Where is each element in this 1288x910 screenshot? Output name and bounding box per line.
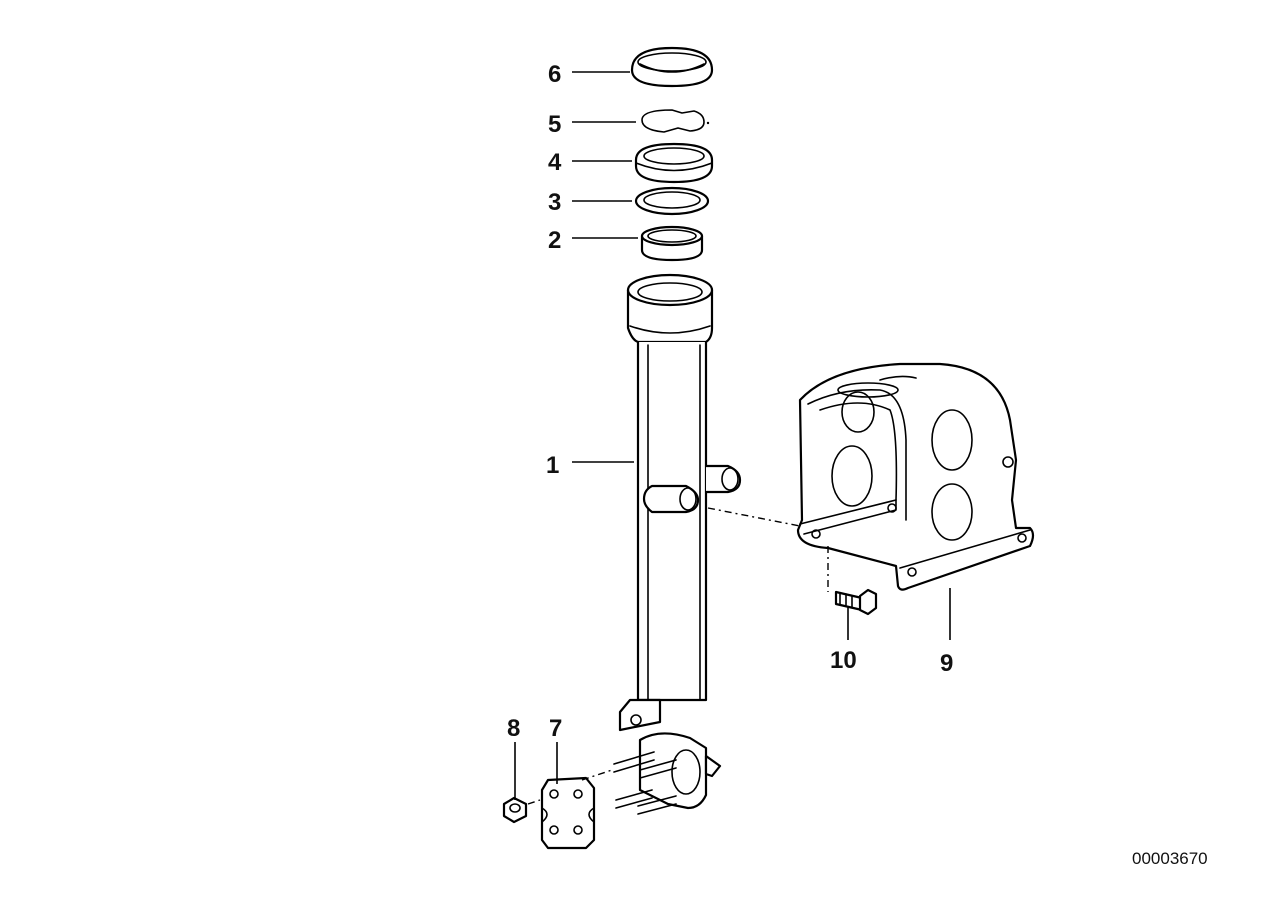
part-3-washer[interactable] xyxy=(634,186,710,216)
callout-1: 1 xyxy=(546,452,559,479)
part-4-seal-ring[interactable] xyxy=(634,142,714,184)
callout-7: 7 xyxy=(549,715,562,742)
leader-lines xyxy=(514,71,951,800)
callout-10: 10 xyxy=(830,647,857,674)
callout-2: 2 xyxy=(548,227,561,254)
callout-9: 9 xyxy=(940,650,953,677)
part-5-circlip[interactable] xyxy=(641,109,710,133)
callout-4: 4 xyxy=(548,149,562,176)
callout-labels: 6 5 4 3 2 1 8 7 10 9 xyxy=(507,61,953,742)
part-1-fork-tube[interactable] xyxy=(613,273,742,815)
part-2-bushing[interactable] xyxy=(640,225,704,262)
part-10-bolt[interactable] xyxy=(834,588,878,616)
callout-5: 5 xyxy=(548,111,561,138)
part-8-nut[interactable] xyxy=(502,796,528,824)
callout-3: 3 xyxy=(548,189,561,216)
part-6-seal-cap[interactable] xyxy=(630,46,714,88)
callout-6: 6 xyxy=(548,61,561,88)
part-7-clamp-cap[interactable] xyxy=(540,776,596,850)
document-id: 00003670 xyxy=(1132,849,1208,868)
assembly-lines xyxy=(527,507,829,805)
part-9-bracket[interactable] xyxy=(796,362,1035,591)
callout-8: 8 xyxy=(507,715,520,742)
